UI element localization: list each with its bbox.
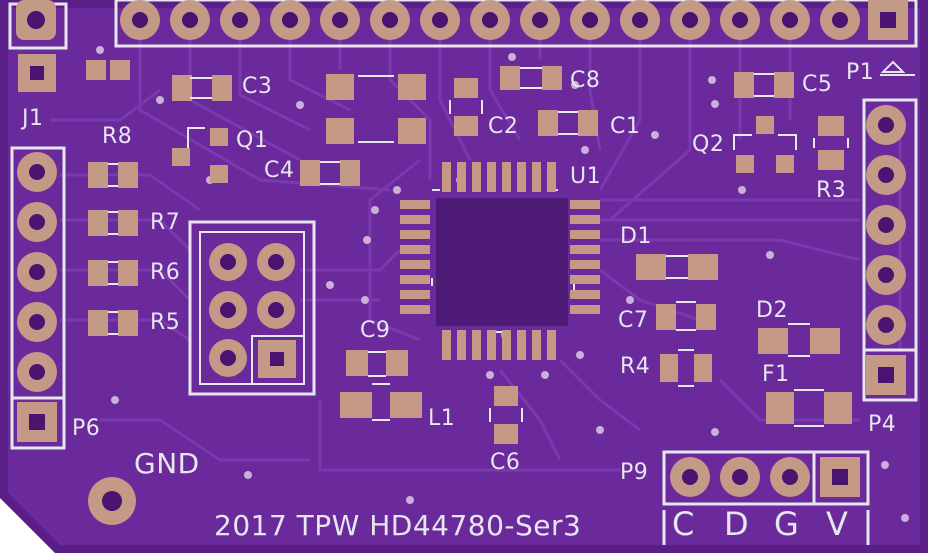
label-l1: L1 [428, 406, 456, 431]
label-r8: R8 [102, 124, 133, 149]
label-q2: Q2 [692, 132, 725, 157]
jumper-j1 [8, 0, 68, 92]
label-d2: D2 [756, 298, 788, 323]
label-r3: R3 [816, 178, 847, 203]
label-r4: R4 [620, 354, 651, 379]
p9-pin-label-c: C [672, 505, 695, 543]
label-c5: C5 [802, 72, 833, 97]
header-p9 [662, 450, 870, 545]
label-c3: C3 [242, 74, 273, 99]
label-c6: C6 [490, 450, 521, 475]
header-p6 [10, 146, 66, 450]
label-c2: C2 [488, 114, 519, 139]
label-f1: F1 [762, 362, 790, 387]
smd-parts [86, 60, 852, 444]
label-p9: P9 [620, 460, 649, 485]
label-c8: C8 [570, 68, 601, 93]
label-u1: U1 [570, 164, 602, 189]
label-gnd: GND [134, 447, 200, 480]
label-r6: R6 [150, 260, 181, 285]
label-c7: C7 [618, 308, 649, 333]
silk-outlines [108, 67, 849, 427]
p9-pin-label-g: G [774, 505, 800, 543]
icsp-header [188, 220, 316, 396]
label-p1: P1 [846, 60, 875, 85]
board-title: 2017 TPW HD44780-Ser3 [214, 509, 582, 542]
gnd-testpoint [88, 477, 136, 525]
p9-pin-label-v: V [826, 505, 849, 543]
header-p1 [114, 0, 918, 76]
label-c4: C4 [264, 158, 295, 183]
label-d1: D1 [620, 224, 652, 249]
label-r5: R5 [150, 310, 181, 335]
p9-pin-label-d: D [724, 505, 750, 543]
label-r7: R7 [150, 210, 181, 235]
label-c1: C1 [610, 114, 641, 139]
ic-u1 [400, 162, 600, 360]
label-c9: C9 [360, 318, 391, 343]
label-p4: P4 [868, 412, 897, 437]
label-q1: Q1 [236, 128, 269, 153]
header-p4 [862, 98, 918, 402]
label-p6: P6 [72, 416, 101, 441]
label-j1: J1 [22, 106, 44, 131]
